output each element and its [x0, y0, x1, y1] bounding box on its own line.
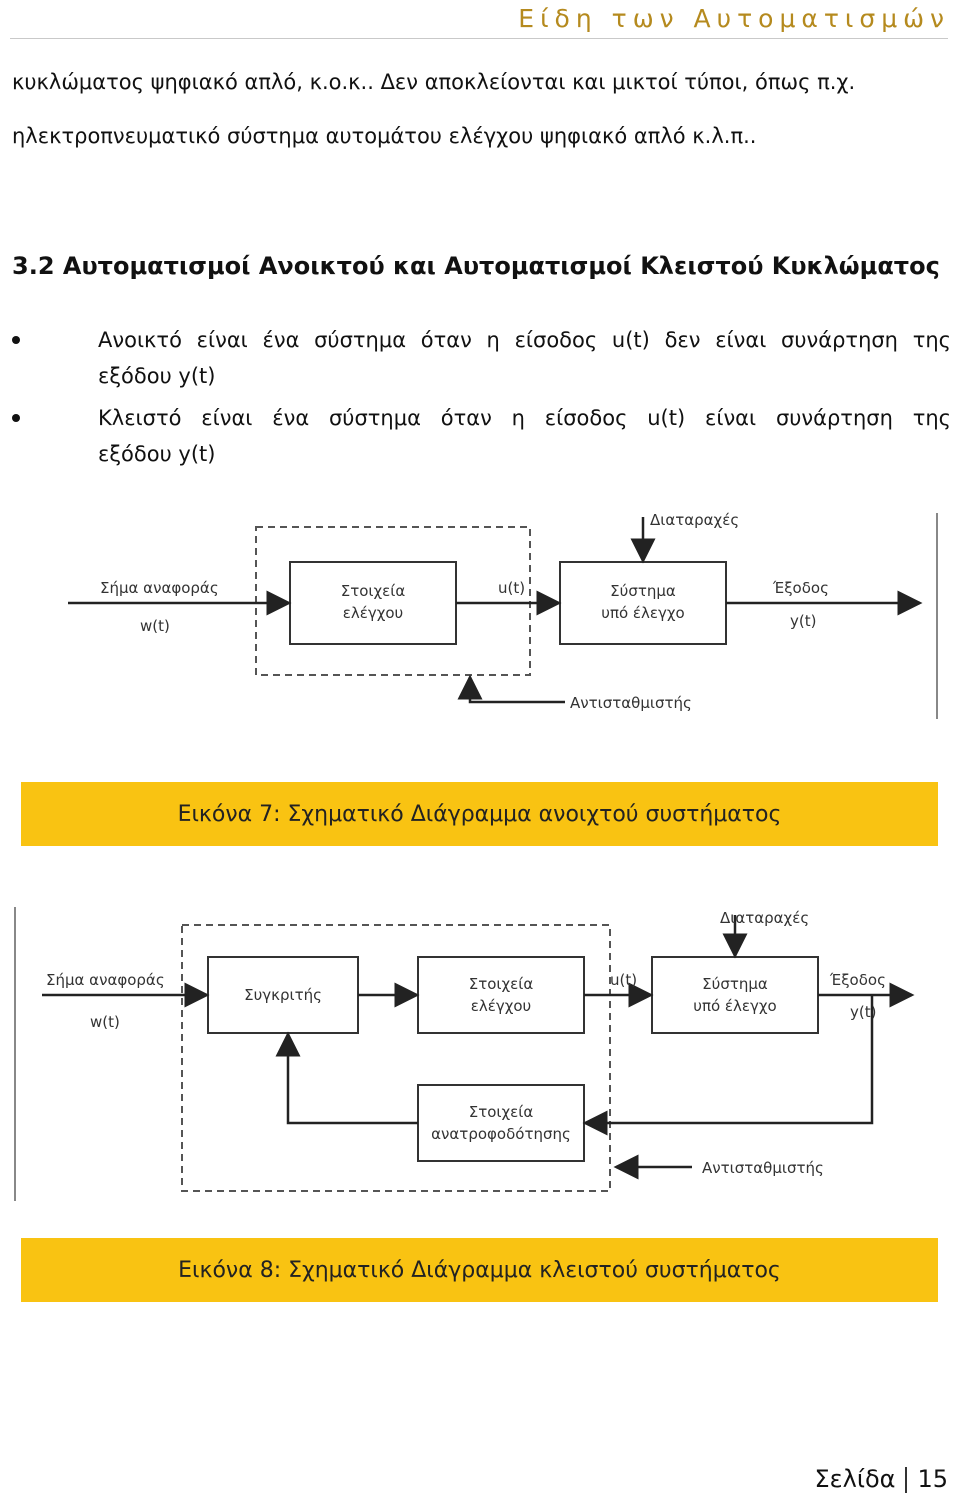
bullet-dot-icon	[12, 414, 20, 422]
compensator-label: Αντισταθμιστής	[702, 1159, 824, 1177]
feedback-elements-label: ανατροφοδότησης	[431, 1125, 571, 1143]
plant-label: Σύστημα	[702, 975, 768, 993]
plant-label: Σύστημα	[610, 582, 676, 600]
control-elements-label: ελέγχου	[471, 997, 532, 1015]
feedback-elements-label: Στοιχεία	[469, 1103, 534, 1121]
feedback-to-comparator-arrow	[275, 1031, 418, 1125]
reference-signal-label: Σήμα αναφοράς	[100, 579, 219, 597]
bullet-open-system: Ανοικτό είναι ένα σύστημα όταν η είσοδος…	[12, 322, 951, 394]
running-header-title: Είδη των Αυτοματισμών	[518, 4, 950, 33]
page-number: Σελίδα 15	[814, 1465, 948, 1493]
figure8-caption: Εικόνα 8: Σχηματικό Διάγραμμα κλειστού σ…	[21, 1238, 938, 1302]
closed-loop-diagram: Συγκριτής Στοιχεία ελέγχου Σύστημα υπό έ…	[14, 907, 915, 1201]
feedback-elements-block	[417, 1084, 585, 1162]
disturbance-label: Διαταραχές	[720, 909, 809, 927]
control-elements-block	[289, 561, 457, 645]
figure7-caption: Εικόνα 7: Σχηματικό Διάγραμμα ανοιχτού σ…	[21, 782, 938, 846]
bullet-line: Ανοικτό είναι ένα σύστημα όταν η είσοδος…	[98, 328, 951, 352]
control-elements-block	[417, 956, 585, 1034]
feedback-path-arrow	[582, 995, 874, 1136]
plant-block	[651, 956, 819, 1034]
intro-line-1: κυκλώματος ψηφιακό απλό, κ.ο.κ.. Δεν απο…	[12, 70, 856, 94]
comparator-label: Συγκριτής	[244, 986, 322, 1004]
reference-signal-label: Σήμα αναφοράς	[46, 971, 165, 989]
page-label: Σελίδα	[814, 1465, 896, 1493]
bullet-dot-icon	[12, 336, 20, 344]
disturbance-label: Διαταραχές	[650, 511, 739, 529]
y-label: y(t)	[850, 1003, 876, 1021]
u-label: u(t)	[610, 971, 637, 989]
plant-block	[559, 561, 727, 645]
control-elements-label: Στοιχεία	[469, 975, 534, 993]
bullet-line: εξόδου y(t)	[98, 364, 216, 388]
controller-dashed-boundary	[255, 526, 531, 676]
control-elements-label: ελέγχου	[343, 604, 404, 622]
section-heading: 3.2 Αυτοματισμοί Ανοικτού και Αυτοματισμ…	[12, 252, 940, 280]
output-label: Έξοδος	[772, 579, 829, 597]
plant-label: υπό έλεγχο	[693, 997, 776, 1015]
y-label: y(t)	[790, 612, 816, 630]
page-number-divider	[905, 1467, 908, 1493]
w-label: w(t)	[140, 617, 170, 635]
compensator-label: Αντισταθμιστής	[570, 694, 692, 712]
controller-dashed-boundary	[181, 924, 611, 1192]
bullet-line: Κλειστό είναι ένα σύστημα όταν η είσοδος…	[98, 406, 951, 430]
bullet-line: εξόδου y(t)	[98, 442, 216, 466]
bullet-closed-system: Κλειστό είναι ένα σύστημα όταν η είσοδος…	[12, 400, 951, 472]
header-divider	[10, 38, 948, 39]
w-label: w(t)	[90, 1013, 120, 1031]
compensator-arrow	[457, 674, 565, 704]
intro-line-2: ηλεκτροπνευματικό σύστημα αυτομάτου ελέγ…	[12, 124, 757, 148]
page-number-value: 15	[917, 1465, 948, 1493]
control-elements-label: Στοιχεία	[341, 582, 406, 600]
u-label: u(t)	[498, 579, 525, 597]
output-label: Έξοδος	[829, 971, 886, 989]
open-loop-diagram: Στοιχεία ελέγχου Σύστημα υπό έλεγχο Σήμα…	[68, 511, 938, 719]
plant-label: υπό έλεγχο	[601, 604, 684, 622]
